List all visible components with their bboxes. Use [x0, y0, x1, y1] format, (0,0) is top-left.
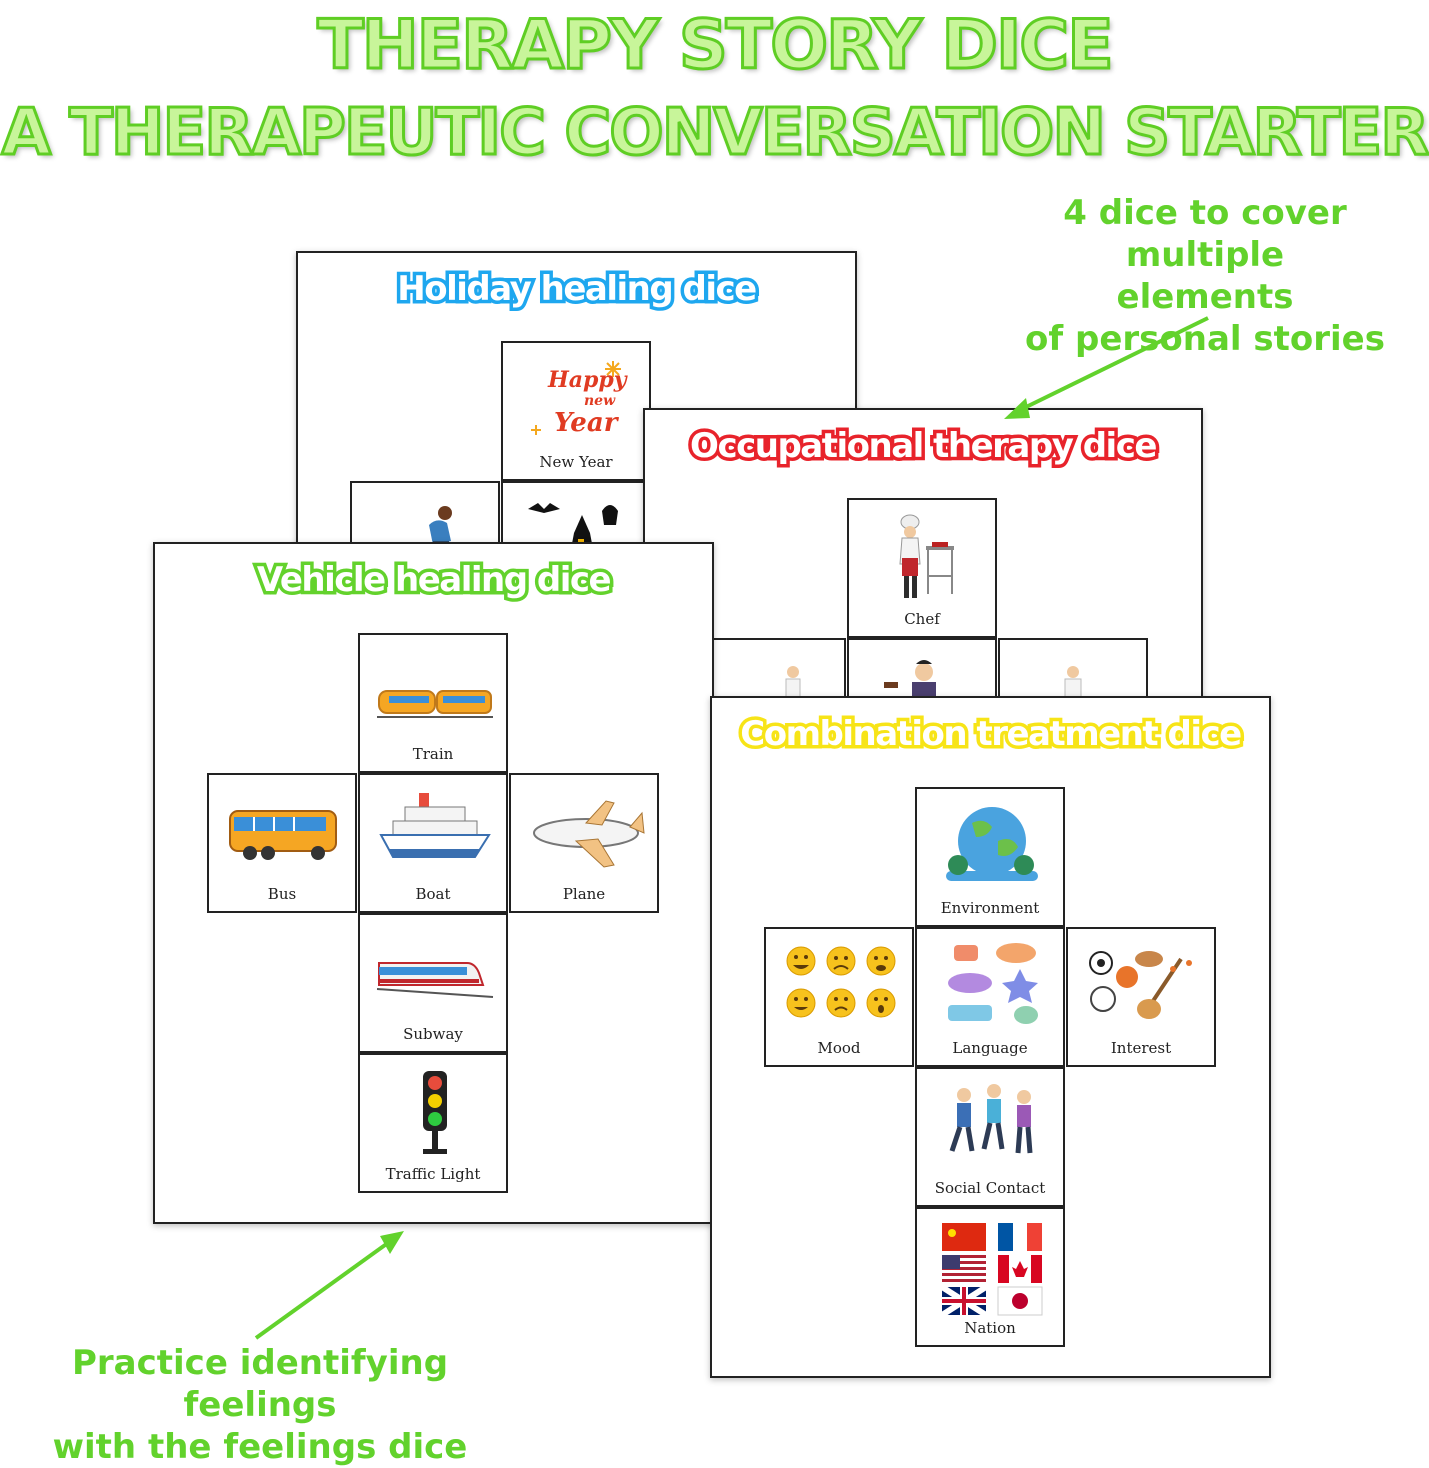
dice-face-label: Chef [904, 610, 940, 628]
dice-face-label: Boat [415, 885, 451, 903]
dice-face-label: Social Contact [934, 1179, 1046, 1197]
note-line: of personal stories [1025, 319, 1385, 359]
dice-face-nation: Nation [915, 1207, 1065, 1347]
dice-face-language: Language [915, 927, 1065, 1067]
dice-face-back-pain [350, 481, 500, 553]
subway-icon [375, 927, 494, 1017]
dice-face-label: Train [412, 745, 454, 763]
dice-face-traffic-light: Traffic Light [358, 1053, 508, 1193]
dice-face-bus: Bus [207, 773, 357, 913]
dice-face-interest: Interest [1066, 927, 1216, 1067]
dice-face-label: Language [952, 1039, 1028, 1057]
dice-face-label: New Year [539, 453, 613, 471]
bottom-left-note: Practice identifying feelings with the f… [0, 1342, 520, 1468]
dice-face-label: Plane [562, 885, 606, 903]
dice-face-label: Traffic Light [385, 1165, 481, 1183]
train-icon [375, 647, 493, 737]
occupational-dice-sheet: Occupational therapy dice Chef [643, 408, 1203, 712]
dice-face-train: Train [358, 633, 508, 773]
plane-icon [526, 787, 645, 877]
dice-face-label: Subway [403, 1025, 463, 1043]
vehicle-dice-title: Vehicle healing dice [253, 557, 615, 604]
hobbies-icon [1083, 941, 1199, 1031]
dice-face-label: Mood [817, 1039, 861, 1057]
dice-face-subway: Subway [358, 913, 508, 1053]
note-line: elements [1116, 277, 1294, 317]
dice-face-boat: Boat [358, 773, 508, 913]
boat-icon [375, 787, 491, 877]
dice-face-mood: Mood [764, 927, 914, 1067]
main-title: THERAPY STORY DICE [316, 5, 1115, 87]
dice-face-chef: Chef [847, 498, 997, 638]
arrow-to-sheets-icon [1004, 316, 1209, 419]
note-line: Practice identifying feelings [71, 1343, 449, 1425]
note-line: 4 dice to cover multiple [1063, 193, 1347, 275]
arrows-layer [254, 316, 1209, 1340]
new-year-word: Year [554, 408, 620, 438]
top-right-note: 4 dice to cover multiple elements of per… [990, 192, 1420, 360]
main-subtitle: A THERAPEUTIC CONVERSATION STARTER [0, 95, 1429, 172]
flags-icon [932, 1221, 1048, 1317]
dice-face-environment: Environment [915, 787, 1065, 927]
dice-face-label: Environment [940, 899, 1040, 917]
new-year-word: Happy [547, 367, 629, 393]
holiday-dice-sheet: Holiday healing dice Happy new Year New … [296, 251, 857, 555]
new-year-icon: Happy new Year [518, 355, 634, 445]
dice-face-label: Bus [267, 885, 297, 903]
new-year-word: new [584, 393, 616, 409]
globe-nature-icon [932, 801, 1048, 891]
combination-dice-title: Combination treatment dice [737, 711, 1246, 758]
note-line: with the feelings dice [52, 1427, 468, 1467]
arrow-to-vehicle-sheet-icon [254, 1231, 404, 1340]
dice-face-plane: Plane [509, 773, 659, 913]
dice-face-social-contact: Social Contact [915, 1067, 1065, 1207]
holiday-dice-title: Holiday healing dice [394, 266, 761, 313]
emoji-faces-icon [781, 941, 897, 1031]
bus-icon [224, 787, 340, 877]
speech-bubbles-icon [932, 941, 1048, 1031]
dice-face-label: Nation [964, 1319, 1016, 1337]
combination-dice-sheet: Combination treatment dice Environment [710, 696, 1271, 1378]
people-jumping-icon [932, 1081, 1048, 1171]
dice-face-label: Interest [1110, 1039, 1172, 1057]
vehicle-dice-sheet: Vehicle healing dice Train Bus [153, 542, 714, 1224]
occupational-dice-title: Occupational therapy dice [687, 423, 1161, 470]
chef-icon [864, 512, 980, 602]
traffic-light-icon [375, 1067, 491, 1157]
